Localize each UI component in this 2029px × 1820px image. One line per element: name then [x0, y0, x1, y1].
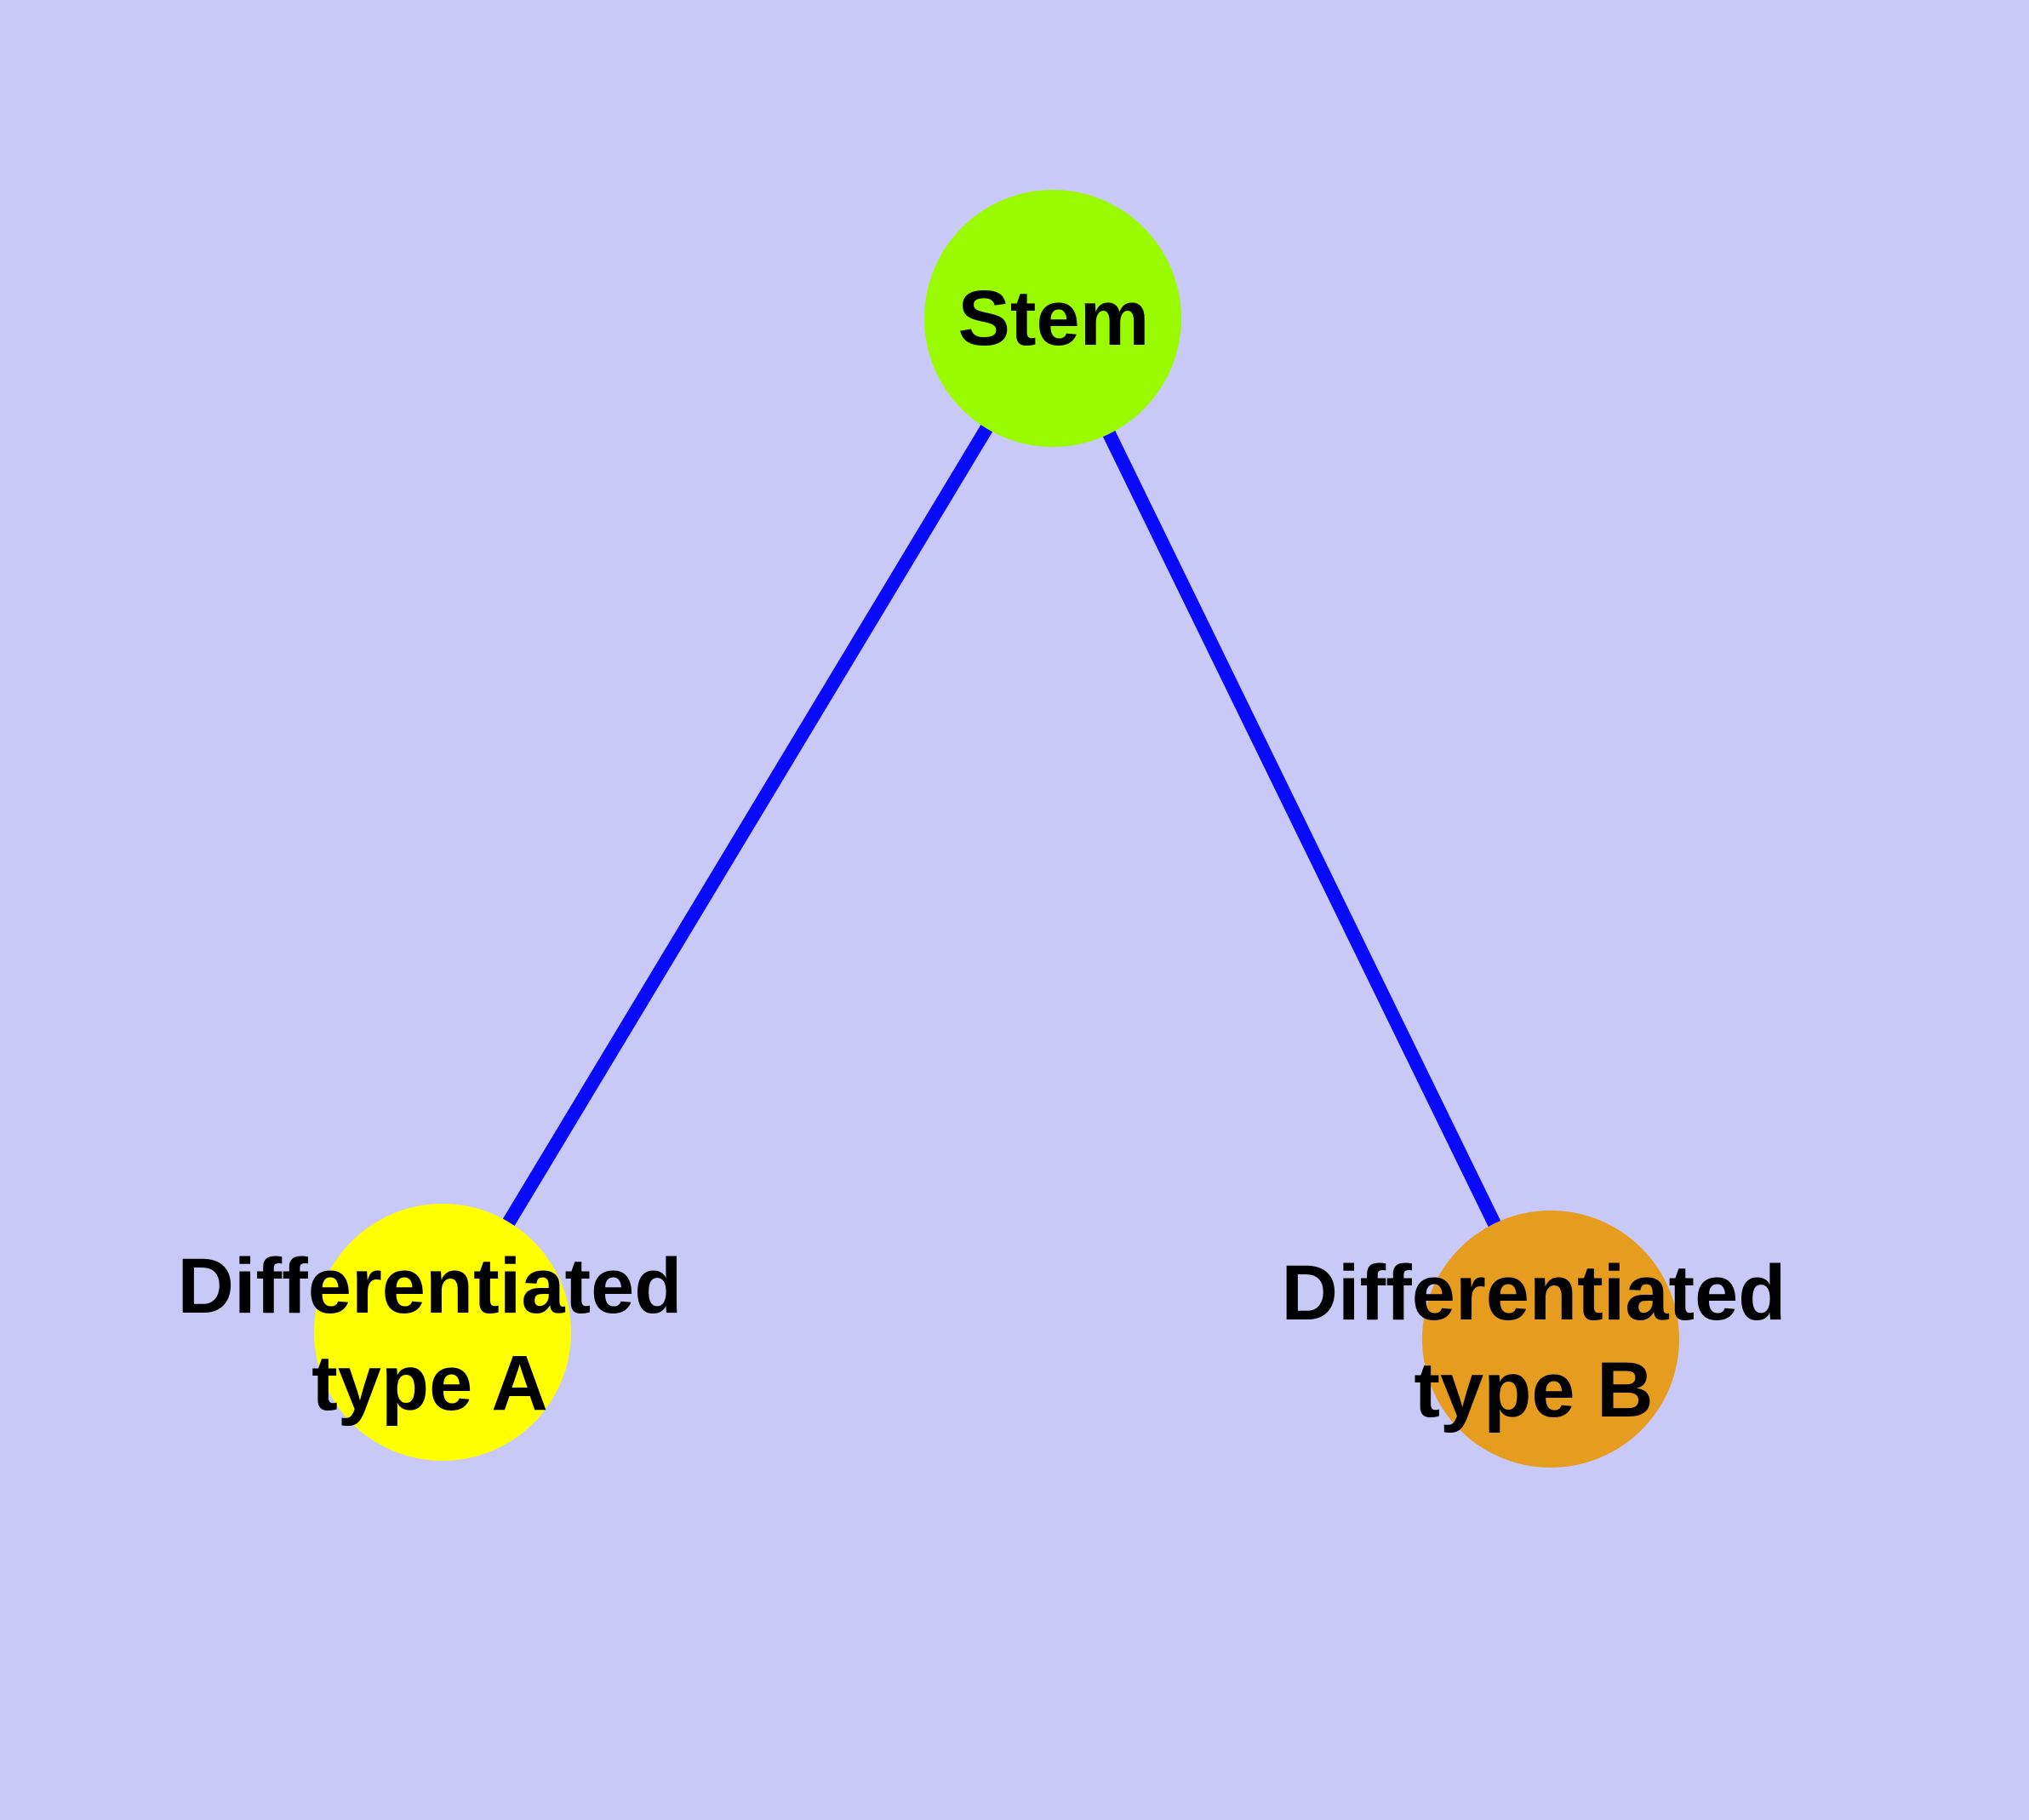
node-type-b-label-line1: Differentiated	[1282, 1250, 1786, 1336]
node-differentiated-type-a	[314, 1204, 571, 1461]
node-type-a-label-line1: Differentiated	[178, 1243, 683, 1330]
node-type-b-label-line2: type B	[1414, 1347, 1653, 1434]
edge-stem-to-type-b	[1046, 315, 1557, 1342]
node-differentiated-type-b	[1422, 1210, 1679, 1468]
node-type-a-label-line2: type A	[311, 1340, 548, 1427]
edge-stem-to-type-a	[437, 314, 1059, 1336]
node-stem	[924, 190, 1181, 447]
node-stem-label: Stem	[958, 275, 1150, 362]
